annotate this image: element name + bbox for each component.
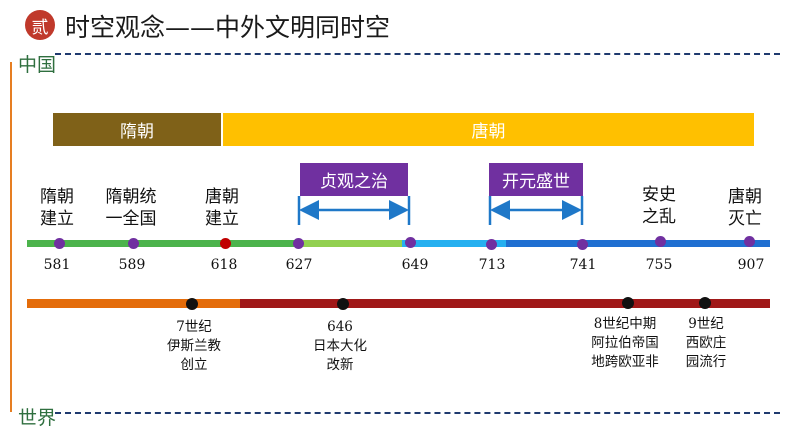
timeline-dot-649 <box>405 237 416 248</box>
event-sui-unify: 隋朝统 一全国 <box>105 187 157 229</box>
world-event-arab-empire: 8世纪中期 阿拉伯帝国 地跨欧亚非 <box>591 316 659 370</box>
sui-dynasty-label: 隋朝 <box>120 122 154 142</box>
world-dot-manor <box>699 297 711 309</box>
timeline-dot-741 <box>577 239 588 250</box>
slide-title: 时空观念——中外文明同时空 <box>65 13 391 42</box>
timeline-dot-907 <box>744 236 755 247</box>
world-dot-taika <box>337 298 349 310</box>
world-axis-label: 世界 <box>18 407 57 429</box>
tang-dynasty-bar: 唐朝 <box>223 113 754 146</box>
world-event-taika-reform: 646 日本大化 改新 <box>313 319 367 373</box>
timeline-dot-618 <box>220 238 231 249</box>
year-label: 741 <box>569 257 597 273</box>
kaiyuan-range-arrow <box>488 196 584 225</box>
world-event-manor-system: 9世纪 西欧庄 园流行 <box>685 316 727 370</box>
zhenguan-label: 贞观之治 <box>320 172 388 192</box>
world-event-islam: 7世纪 伊斯兰教 创立 <box>167 319 221 373</box>
timeline-dot-627 <box>293 238 304 249</box>
timeline-segment-cyan <box>402 240 506 247</box>
timeline-dot-713 <box>486 239 497 250</box>
world-timeline-orange <box>27 299 240 308</box>
timeline-dot-581 <box>54 238 65 249</box>
bottom-dashed-divider <box>55 412 780 414</box>
section-number-badge: 贰 <box>25 10 55 40</box>
tang-dynasty-label: 唐朝 <box>471 122 506 142</box>
kaiyuan-label: 开元盛世 <box>502 172 570 192</box>
year-label: 649 <box>401 257 429 273</box>
world-dot-arab <box>622 297 634 309</box>
event-tang-fall: 唐朝 灭亡 <box>728 187 762 229</box>
vertical-axis-line <box>10 62 12 412</box>
year-label: 907 <box>737 257 765 273</box>
china-axis-label: 中国 <box>18 54 57 76</box>
year-label: 713 <box>478 257 506 273</box>
year-label: 755 <box>645 257 673 273</box>
world-timeline-red <box>240 299 770 308</box>
sui-dynasty-bar: 隋朝 <box>53 113 221 146</box>
event-tang-founding: 唐朝 建立 <box>205 187 239 229</box>
year-label: 581 <box>43 257 71 273</box>
timeline-segment-blue <box>506 240 770 247</box>
timeline-dot-589 <box>128 238 139 249</box>
zhenguan-period-box: 贞观之治 <box>300 163 408 196</box>
top-dashed-divider <box>55 53 780 55</box>
event-sui-founding: 隋朝 建立 <box>40 187 74 229</box>
kaiyuan-period-box: 开元盛世 <box>489 163 583 196</box>
timeline-segment-lightgreen <box>298 240 402 247</box>
year-label: 589 <box>118 257 146 273</box>
year-label: 627 <box>285 257 313 273</box>
timeline-dot-755 <box>655 236 666 247</box>
event-anshi-rebellion: 安史 之乱 <box>642 185 676 227</box>
world-dot-islam <box>186 298 198 310</box>
zhenguan-range-arrow <box>297 196 411 225</box>
year-label: 618 <box>210 257 238 273</box>
timeline-segment-green <box>27 240 298 247</box>
